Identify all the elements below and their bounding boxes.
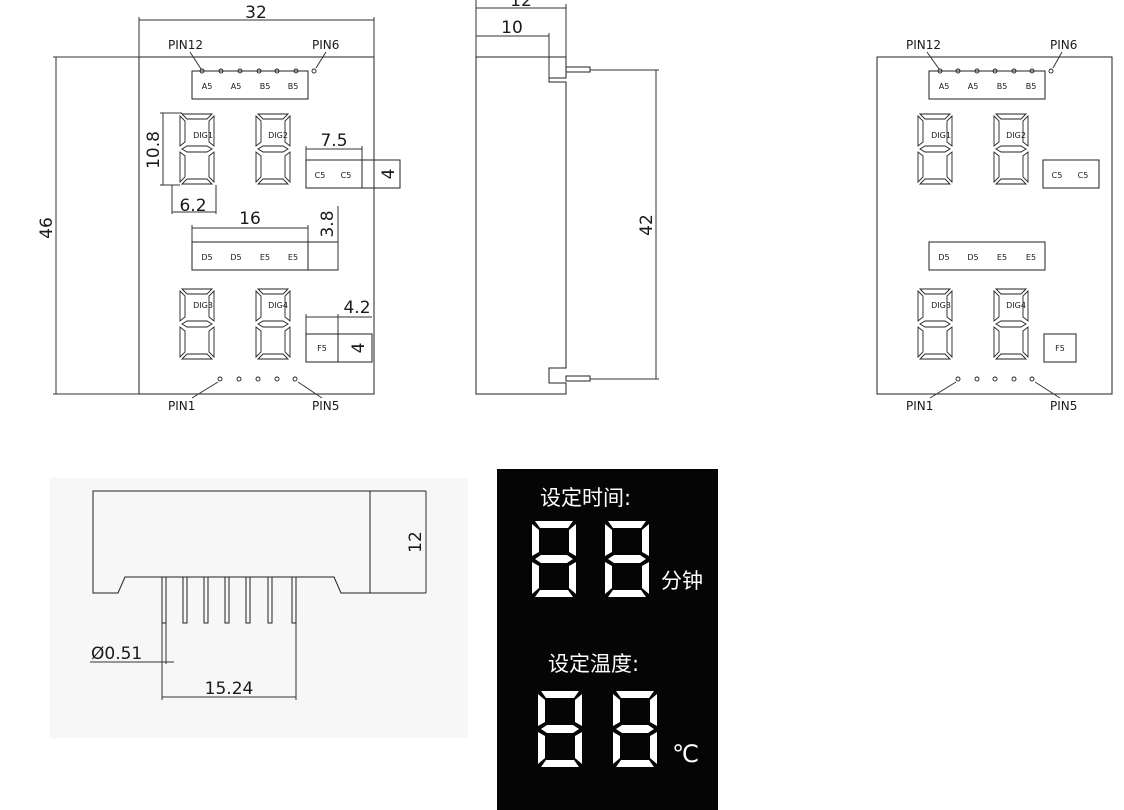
dim-height: 46 [37,217,57,239]
dim-box-height: 4 [379,169,399,180]
svg-text:E5: E5 [260,253,270,262]
digit-2-clean [993,113,1029,185]
svg-text:DIG4: DIG4 [1006,301,1026,310]
dim-box2-height: 3.8 [318,210,338,237]
side-pin-bottom [565,375,591,382]
svg-text:C5: C5 [1078,171,1089,180]
label-pin1: PIN1 [168,399,195,413]
dim-box3-width: 4.2 [343,298,370,318]
svg-text:A5: A5 [968,82,979,91]
front-view-clean: PIN12 PIN6 A5 A5 B5 B5 DIG1 DIG2 C5 C5 D… [876,38,1113,413]
digit-3-clean [917,288,953,360]
svg-text:A5: A5 [202,82,213,91]
label-set-time: 设定时间: [540,486,631,510]
digit-4-clean [993,288,1029,360]
segment-box-ab [191,70,309,100]
bottom-outline [92,490,371,594]
label-pin12-clean: PIN12 [906,38,941,52]
svg-text:C5: C5 [341,171,352,180]
display-photo: 设定时间: 分钟 设定温度: ℃ [497,469,718,810]
svg-text:DIG1: DIG1 [193,131,213,140]
label-pin5: PIN5 [312,399,339,413]
label-celsius: ℃ [672,740,699,768]
svg-text:B5: B5 [1026,82,1037,91]
label-pin5-clean: PIN5 [1050,399,1077,413]
svg-text:F5: F5 [1055,344,1065,353]
svg-text:DIG3: DIG3 [193,301,213,310]
dim-side-height: 42 [637,214,657,236]
svg-text:A5: A5 [231,82,242,91]
side-outline [475,56,567,395]
svg-text:DIG4: DIG4 [268,301,288,310]
dim-pin-span: 15.24 [205,679,254,699]
svg-text:DIG3: DIG3 [931,301,951,310]
bottom-view: 12 Ø0.51 15.24 [50,478,468,738]
front-outline [138,56,375,395]
dim-side-total: 12 [510,0,532,11]
svg-text:E5: E5 [997,253,1007,262]
digit-1 [179,113,215,185]
side-view: 12 10 42 [475,0,659,395]
svg-text:E5: E5 [288,253,298,262]
svg-text:B5: B5 [997,82,1008,91]
svg-text:DIG2: DIG2 [1006,131,1026,140]
svg-text:DIG1: DIG1 [931,131,951,140]
svg-text:D5: D5 [938,253,949,262]
digit-2 [255,113,291,185]
svg-text:F5: F5 [317,344,327,353]
svg-text:DIG2: DIG2 [268,131,288,140]
svg-text:C5: C5 [315,171,326,180]
label-pin12: PIN12 [168,38,203,52]
bottom-pin-leads [161,576,297,624]
dim-side-inner: 10 [501,18,523,38]
label-pin6: PIN6 [312,38,339,52]
dim-digit-width: 6.2 [179,196,206,216]
label-minutes: 分钟 [661,569,703,593]
svg-text:D5: D5 [230,253,241,262]
dim-box-width: 7.5 [320,131,347,151]
dim-width: 32 [245,3,267,23]
bottom-pins [217,376,298,382]
svg-text:C5: C5 [1052,171,1063,180]
svg-text:A5: A5 [939,82,950,91]
front-view-dimensioned: 32 46 PIN12 PIN6 A5 A5 B5 B5 DIG1 DIG2 [37,3,401,413]
digit-3 [179,288,215,360]
side-pin-top [565,66,591,73]
dim-pin-diameter: Ø0.51 [91,644,142,664]
svg-text:D5: D5 [967,253,978,262]
label-set-temperature: 设定温度: [548,652,639,676]
dim-box2-width: 16 [239,209,261,229]
dim-box3-height: 4 [349,343,369,354]
dim-digit-height: 10.8 [144,131,164,169]
svg-text:B5: B5 [260,82,271,91]
label-pin6-clean: PIN6 [1050,38,1077,52]
digit-1-clean [917,113,953,185]
svg-text:E5: E5 [1026,253,1036,262]
front-outline-clean [876,56,1113,395]
dim-bottom-height: 12 [406,531,426,553]
digit-4 [255,288,291,360]
svg-text:B5: B5 [288,82,299,91]
label-pin1-clean: PIN1 [906,399,933,413]
svg-text:D5: D5 [201,253,212,262]
